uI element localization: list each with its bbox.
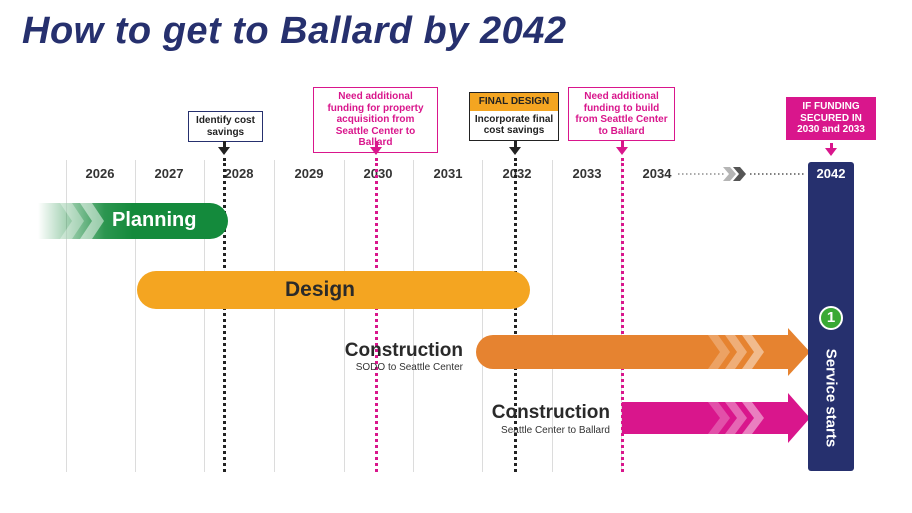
callout-if-funding: IF FUNDING SECURED IN 2030 and 2033 (786, 97, 876, 140)
final-design-header: FINAL DESIGN (470, 93, 558, 111)
callout-final-design: FINAL DESIGN Incorporate final cost savi… (469, 92, 559, 141)
chevron-icon (723, 167, 736, 181)
gridline (552, 160, 553, 472)
milestone-line-2028 (223, 158, 226, 472)
year-label: 2034 (642, 166, 672, 181)
gridline (66, 160, 67, 472)
arrow-down-icon (218, 147, 230, 155)
construction-ballard-sublabel: Seattle Center to Ballard (501, 425, 610, 436)
construction-ballard-bar (622, 393, 810, 443)
callout-arrow-stem (223, 141, 226, 147)
gridline (274, 160, 275, 472)
callout-text: Incorporate final (474, 113, 554, 125)
chevron-icon (733, 167, 746, 181)
chevron-icon (708, 335, 730, 369)
planning-label: Planning (112, 209, 197, 231)
design-label: Design (285, 278, 356, 301)
final-year-label: 2042 (816, 166, 846, 181)
design-bar (137, 271, 530, 309)
arrow-down-icon (825, 148, 837, 156)
callout-text: SECURED IN (800, 112, 862, 124)
callout-text: IF FUNDING (802, 101, 860, 112)
chevron-icon (60, 203, 84, 239)
callout-text: funding to build (583, 102, 660, 114)
year-label: 2029 (294, 166, 324, 181)
callout-text: Need additional (338, 91, 413, 102)
callout-text: funding for property (327, 102, 424, 114)
chevron-icon (708, 402, 730, 434)
milestone-line-2033 (621, 158, 624, 472)
callout-arrow-stem (514, 141, 517, 147)
chevron-icon (742, 402, 764, 434)
line-1-badge-icon: 1 (819, 306, 843, 330)
year-label: 2031 (433, 166, 463, 181)
construction-sodo-bar (476, 328, 810, 376)
planning-bar (38, 203, 228, 239)
gridline (482, 160, 483, 472)
gridline (344, 160, 345, 472)
construction-sodo-label: Construction (344, 340, 463, 361)
callout-arrow-stem (830, 143, 833, 148)
chevron-icon (742, 335, 764, 369)
year-label: 2027 (154, 166, 184, 181)
service-starts-label: Service starts (822, 348, 840, 448)
callout-funding-build: Need additional funding to build from Se… (568, 87, 675, 141)
callout-identify-cost: Identify cost savings (188, 111, 263, 142)
chevron-icon (80, 203, 104, 239)
callout-text: cost savings (483, 125, 545, 136)
callout-text: savings (206, 126, 245, 138)
callout-text: 2030 and 2033 (797, 124, 865, 135)
callout-text: Need additional (584, 91, 659, 102)
arrow-down-icon (370, 147, 382, 155)
page-title: How to get to Ballard by 2042 (22, 10, 567, 52)
year-label: 2028 (224, 166, 254, 181)
construction-ballard-label: Construction (491, 402, 610, 423)
milestone-line-2030 (375, 158, 378, 472)
year-label: 2033 (572, 166, 602, 181)
gridline (413, 160, 414, 472)
callout-text: from Seattle Center (575, 114, 668, 125)
gridline (135, 160, 136, 472)
gridline (204, 160, 205, 472)
callout-arrow-stem (375, 141, 378, 147)
callout-text: Identify cost (196, 115, 255, 126)
year-label: 2026 (85, 166, 115, 181)
chevron-icon (725, 402, 747, 434)
arrow-down-icon (509, 147, 521, 155)
arrow-down-icon (616, 147, 628, 155)
construction-sodo-sublabel: SODO to Seattle Center (355, 362, 463, 373)
callout-arrow-stem (621, 141, 624, 147)
callout-text: to Ballard (598, 125, 645, 137)
callout-text: acquisition from (336, 114, 415, 125)
chevron-icon (725, 335, 747, 369)
milestone-line-2032 (514, 158, 517, 472)
